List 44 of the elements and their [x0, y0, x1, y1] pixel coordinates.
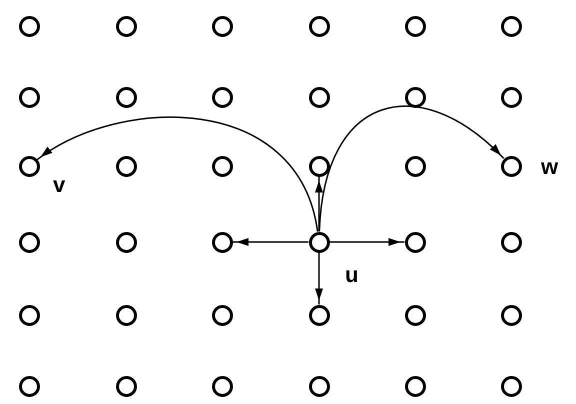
node-circle: [404, 304, 426, 326]
node-circle: [500, 232, 522, 252]
arrow: [315, 252, 323, 304]
node-circle: [212, 376, 232, 396]
node-circle: [212, 16, 232, 36]
node-circle: [500, 304, 522, 326]
arrow: [232, 238, 308, 246]
arrow: [36, 116, 318, 232]
node-circle: [308, 376, 330, 396]
node-circle: [500, 376, 522, 396]
node-circle: [116, 86, 136, 108]
node-circle: [404, 376, 426, 396]
node-circle: [18, 304, 40, 326]
node-circle: [308, 16, 330, 36]
node-circle: [212, 304, 232, 326]
arrow: [315, 176, 323, 232]
node-circle: [116, 304, 136, 326]
node-circle: [18, 376, 40, 396]
vertex-label: u: [345, 264, 358, 286]
arrow: [330, 238, 404, 246]
node-circle: [308, 86, 330, 108]
node-circle: [308, 304, 330, 326]
node-circle: [212, 86, 232, 108]
node-circle: [116, 376, 136, 396]
node-circle: [116, 16, 136, 36]
node-circle: [404, 232, 426, 252]
node-circle: [212, 156, 232, 176]
vertex-label: v: [53, 174, 66, 196]
node-circle: [18, 86, 40, 108]
node-circle: [116, 156, 136, 176]
node-circle: [500, 156, 522, 176]
node-circle: [404, 16, 426, 36]
node-circle: [404, 86, 426, 108]
node-circle: [18, 232, 40, 252]
node-circle: [308, 156, 330, 176]
node-circle: [404, 156, 426, 176]
node-circle: [500, 86, 522, 108]
node-circle: [500, 16, 522, 36]
node-circle: [18, 156, 40, 176]
vertex-label: w: [541, 156, 558, 178]
node-circle: [116, 232, 136, 252]
node-circle: [212, 232, 232, 252]
node-circle: [308, 232, 330, 252]
node-circle: [18, 16, 40, 36]
